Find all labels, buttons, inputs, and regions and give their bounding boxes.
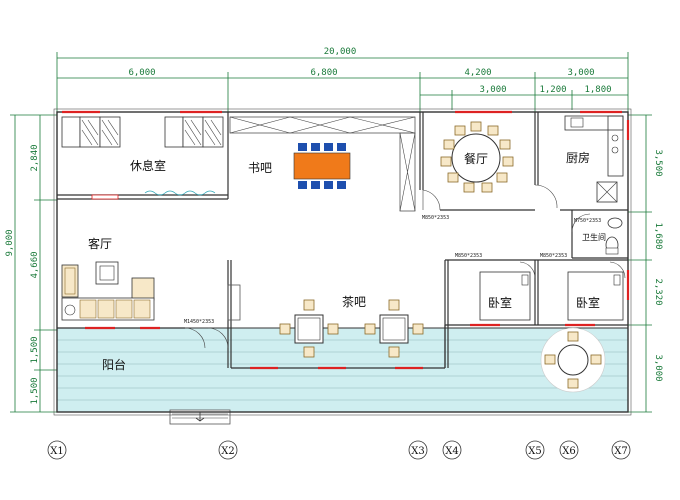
- kitchen-counters: [564, 115, 624, 203]
- room-label-tea-bar: 茶吧: [342, 294, 366, 309]
- dim-top-1: 6,000: [128, 68, 155, 78]
- axis-label-x2: X2: [221, 446, 234, 457]
- dim-right-3: 2,320: [653, 278, 663, 305]
- dim-top-4: 3,000: [567, 68, 594, 78]
- room-label-bathroom: 卫生间: [582, 232, 606, 242]
- balcony-round-table: [540, 327, 606, 393]
- room-label-dining: 餐厅: [464, 151, 488, 166]
- room-label-balcony: 阳台: [102, 357, 126, 372]
- axis-marker-x3: [408, 440, 428, 460]
- dim-total-width: 20,000: [324, 47, 357, 57]
- axis-marker-x4: [442, 440, 462, 460]
- balcony-floor: [56, 327, 629, 425]
- dim-second-1: 3,000: [479, 85, 506, 95]
- dim-left-total: 9,000: [5, 229, 15, 256]
- axis-label-x6: X6: [562, 446, 575, 457]
- dim-left-4: 1,500: [30, 377, 40, 404]
- door-label-bedroom-1: M850*2353: [455, 253, 482, 259]
- axis-marker-x6: [559, 440, 579, 460]
- bathroom-fixtures: [605, 217, 623, 255]
- tea-bar-tables: [279, 299, 424, 358]
- walls: [53, 108, 632, 416]
- axis-markers: [47, 440, 631, 460]
- axis-label-x3: X3: [411, 446, 424, 457]
- door-label-bath: M750*2353: [574, 218, 601, 224]
- door-label-tea: M1450*2353: [184, 319, 214, 325]
- dim-second-3: 1,800: [584, 85, 611, 95]
- room-label-book-bar: 书吧: [248, 161, 272, 175]
- axis-marker-x5: [525, 440, 545, 460]
- book-bar-table: [293, 143, 351, 189]
- room-label-kitchen: 厨房: [566, 150, 590, 165]
- dim-right-2: 1,680: [653, 222, 663, 249]
- dimension-lines: [10, 52, 652, 413]
- bedroom-beds: [479, 271, 624, 321]
- axis-marker-x7: [611, 440, 631, 460]
- axis-label-x7: X7: [614, 446, 627, 457]
- axis-label-x5: X5: [528, 446, 541, 457]
- dim-left-2: 4,660: [30, 251, 40, 278]
- room-label-lounge: 休息室: [130, 158, 166, 173]
- room-label-living: 客厅: [88, 236, 112, 251]
- windows: [62, 110, 630, 370]
- dim-left-3: 1,500: [30, 336, 40, 363]
- axis-marker-x1: [47, 440, 67, 460]
- living-room-furniture: [61, 261, 155, 321]
- dim-top-2: 6,800: [310, 68, 337, 78]
- room-label-bedroom-2: 卧室: [576, 295, 600, 310]
- axis-label-x4: X4: [445, 446, 458, 457]
- dim-right-1: 3,500: [653, 149, 663, 176]
- doors: [184, 184, 626, 349]
- dim-left-1: 2,840: [30, 144, 40, 171]
- axis-marker-x2: [218, 440, 238, 460]
- room-label-bedroom-1: 卧室: [488, 295, 512, 310]
- axis-label-x1: X1: [50, 446, 63, 457]
- dim-second-2: 1,200: [539, 85, 566, 95]
- dim-right-4: 3,000: [653, 354, 663, 381]
- door-label-dining: M850*2353: [422, 215, 449, 221]
- lounge-beds: [61, 116, 224, 196]
- dim-top-3: 4,200: [464, 68, 491, 78]
- dining-round-table: [440, 121, 514, 193]
- door-label-bedroom-2: M850*2353: [540, 253, 567, 259]
